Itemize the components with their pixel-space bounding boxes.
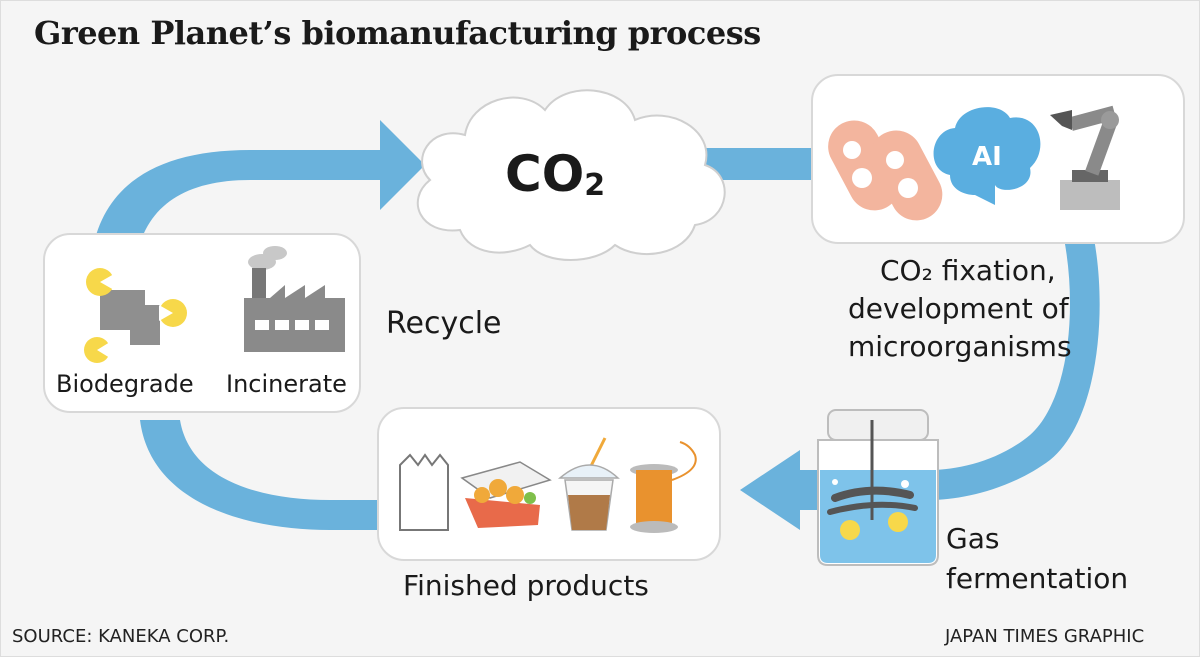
co2-label: CO2 (505, 145, 606, 203)
disposal-box (43, 233, 361, 413)
source-credit: SOURCE: KANEKA CORP. (12, 626, 230, 647)
cup-icon (557, 437, 620, 531)
robot-arm-icon (1050, 105, 1120, 210)
plastic-bag-icon (399, 453, 449, 531)
fixation-label-line1: CO₂ fixation, (880, 254, 1056, 287)
page-title: Green Planet’s biomanufacturing process (34, 14, 761, 52)
food-tray-icon (460, 461, 552, 528)
finished-products-label: Finished products (403, 569, 649, 602)
co2-cloud (416, 89, 726, 261)
biodegrade-label: Biodegrade (56, 370, 194, 398)
fixation-label-line2: development of (848, 292, 1069, 325)
incinerate-label: Incinerate (226, 370, 347, 398)
factory-icon (244, 246, 345, 352)
bacteria-icon (84, 268, 187, 363)
arrow-fixation-to-fermentation (930, 220, 1100, 500)
fermentation-label-line1: Gas (946, 522, 1000, 555)
arrow-recycle-to-co2 (90, 120, 425, 270)
arrow-products-to-disposal (140, 420, 400, 530)
recycle-label: Recycle (386, 306, 502, 341)
fermenter-tank-icon (817, 409, 939, 566)
fixation-label-line3: microorganisms (848, 330, 1072, 363)
microorganism-icon (828, 120, 943, 221)
thread-spool-icon (630, 441, 697, 533)
fermentation-label-line2: fermentation (946, 562, 1129, 595)
brain-ai-icon: AI (933, 107, 1041, 205)
products-box (377, 407, 721, 561)
svg-text:AI: AI (972, 142, 1002, 172)
arrow-fermentation-to-products (740, 450, 830, 530)
graphic-credit: JAPAN TIMES GRAPHIC (945, 626, 1145, 647)
